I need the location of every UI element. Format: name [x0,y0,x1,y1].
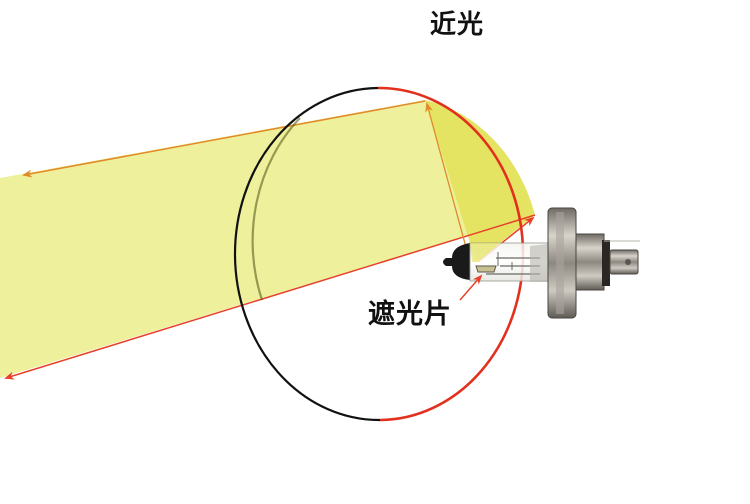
lower-beam-ray [4,214,536,380]
reflector-left-half-inbeam [251,117,301,301]
bulb-terminal [609,249,639,275]
shield-label: 遮光片 [368,299,452,330]
title-low-beam: 近光 [430,10,485,40]
bulb-base [575,233,605,291]
filament-to-top-ray [425,102,471,263]
reflected-light-region [425,100,535,262]
halogen-bulb [443,207,640,319]
reflector-left-half [233,86,381,422]
shield-pointer-arrow [459,274,483,301]
light-beam [0,100,535,378]
bulb-tip-cap [443,243,470,280]
shield-cup [475,265,497,273]
upper-beam-ray [22,100,426,178]
